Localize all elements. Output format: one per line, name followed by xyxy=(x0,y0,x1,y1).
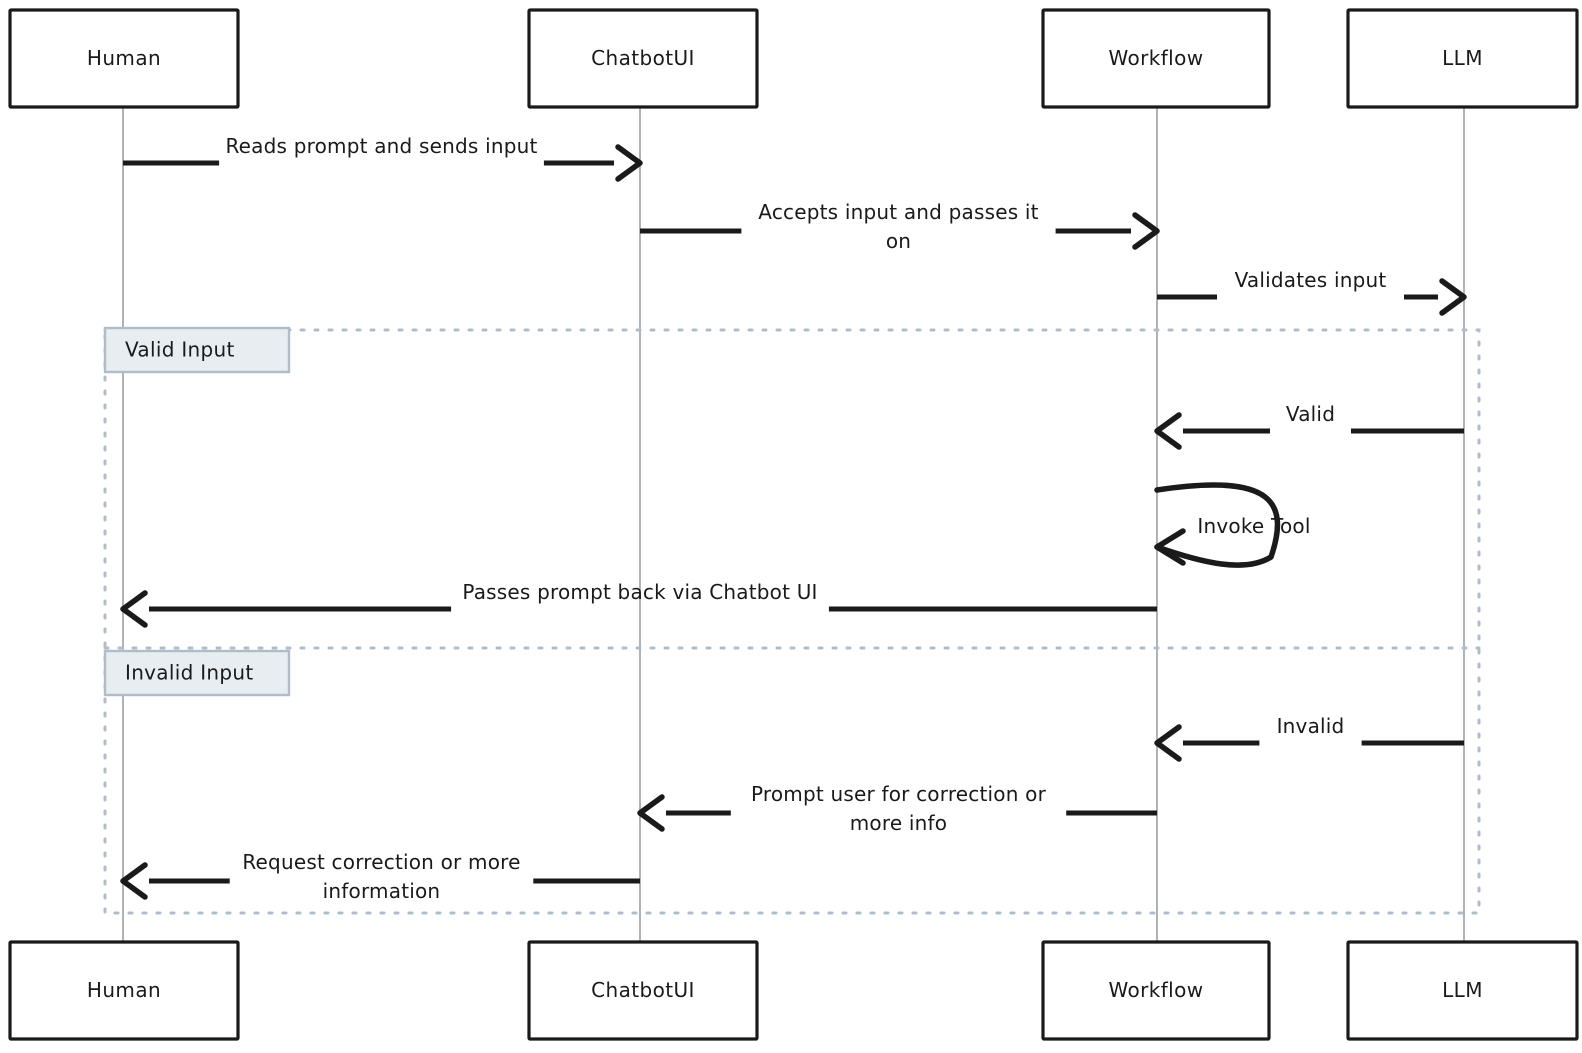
participant-label: ChatbotUI xyxy=(591,978,695,1002)
message-m8: Prompt user for correction or more info xyxy=(637,782,1157,835)
message-m2: Accepts input and passes it on xyxy=(640,200,1160,253)
message-arrowhead xyxy=(1154,724,1182,762)
participant-label: Workflow xyxy=(1108,978,1203,1002)
message-label-line: more info xyxy=(850,811,947,835)
alt-fragment-border xyxy=(103,328,1481,915)
message-arrowhead xyxy=(615,144,643,182)
message-arrowhead xyxy=(1154,412,1182,450)
participant-label: Human xyxy=(87,978,161,1002)
message-label-line: Passes prompt back via Chatbot UI xyxy=(462,580,817,604)
participant-human-top[interactable]: Human xyxy=(8,8,240,109)
participant-box[interactable] xyxy=(1041,940,1271,1041)
participant-box[interactable] xyxy=(527,940,759,1041)
participant-box[interactable] xyxy=(527,8,759,109)
participant-ui-bottom[interactable]: ChatbotUI xyxy=(527,940,759,1041)
message-label-line: information xyxy=(323,879,441,903)
fragment-tag-invalid: Invalid Input xyxy=(103,649,291,697)
message-label-line: Prompt user for correction or xyxy=(751,782,1047,806)
message-arrowhead xyxy=(1154,528,1186,566)
message-arrowhead xyxy=(120,590,148,628)
message-arrowhead xyxy=(120,862,148,900)
participant-llm-bottom[interactable]: LLM xyxy=(1346,940,1579,1041)
message-label-line: Invoke Tool xyxy=(1197,514,1310,538)
message-arrowhead xyxy=(1439,278,1467,316)
participant-box[interactable] xyxy=(1346,940,1579,1041)
participant-label: LLM xyxy=(1442,46,1483,70)
fragment-tag-valid: Valid Input xyxy=(103,326,291,374)
message-arrowhead xyxy=(1132,212,1160,250)
message-label-line: Validates input xyxy=(1235,268,1387,292)
participant-label: Workflow xyxy=(1108,46,1203,70)
message-m9: Request correction or more information xyxy=(120,850,640,903)
lifelines-group xyxy=(122,107,1465,942)
message-label-line: Accepts input and passes it xyxy=(758,200,1038,224)
participant-box[interactable] xyxy=(1346,8,1579,109)
participant-box[interactable] xyxy=(8,8,240,109)
fragment-tag-label: Valid Input xyxy=(125,338,235,362)
participant-label: LLM xyxy=(1442,978,1483,1002)
participant-label: Human xyxy=(87,46,161,70)
message-label-line: Valid xyxy=(1286,402,1335,426)
message-m4: Valid xyxy=(1154,402,1464,450)
participant-label: ChatbotUI xyxy=(591,46,695,70)
message-label-line: Request correction or more xyxy=(242,850,520,874)
participant-wf-bottom[interactable]: Workflow xyxy=(1041,940,1271,1041)
self-message-loop xyxy=(1154,482,1281,568)
fragment-tag-box xyxy=(103,326,291,374)
participant-box[interactable] xyxy=(8,940,240,1041)
participant-ui-top[interactable]: ChatbotUI xyxy=(527,8,759,109)
participant-wf-top[interactable]: Workflow xyxy=(1041,8,1271,109)
participant-llm-top[interactable]: LLM xyxy=(1346,8,1579,109)
fragment-tag-box xyxy=(103,649,291,697)
message-m7: Invalid xyxy=(1154,714,1464,762)
message-m6: Passes prompt back via Chatbot UI xyxy=(120,580,1157,628)
fragment-tag-label: Invalid Input xyxy=(125,661,254,685)
message-arrowhead xyxy=(637,794,665,832)
message-label-line: Reads prompt and sends input xyxy=(225,134,537,158)
message-m3: Validates input xyxy=(1157,268,1467,316)
message-m1: Reads prompt and sends input xyxy=(123,134,643,182)
message-m5: Invoke Tool xyxy=(1154,482,1310,568)
participant-human-bottom[interactable]: Human xyxy=(8,940,240,1041)
participant-box[interactable] xyxy=(1041,8,1271,109)
message-label-line: Invalid xyxy=(1277,714,1345,738)
message-label-line: on xyxy=(886,229,911,253)
